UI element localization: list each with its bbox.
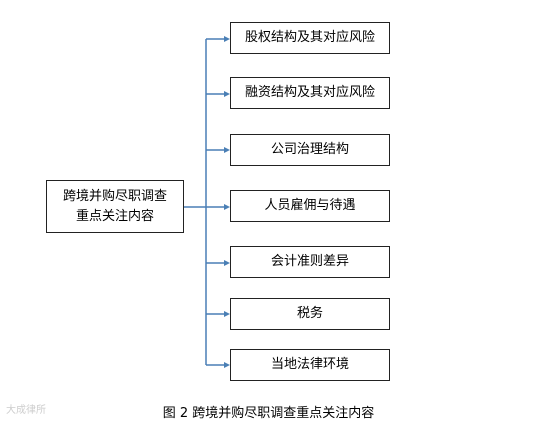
branch-node-employment: 人员雇佣与待遇	[230, 190, 390, 222]
branch-label: 当地法律环境	[270, 357, 349, 372]
root-label-line1: 跨境并购尽职调查	[62, 188, 167, 204]
watermark: 大成律所	[6, 405, 46, 416]
arrowhead	[224, 36, 230, 42]
branch-node-local-law: 当地法律环境	[230, 349, 390, 381]
figure-caption: 图 2 跨境并购尽职调查重点关注内容	[162, 406, 375, 421]
branch-label: 公司治理结构	[270, 142, 349, 157]
branch-node-governance: 公司治理结构	[230, 134, 390, 166]
branch-node-equity: 股权结构及其对应风险	[230, 22, 390, 54]
branch-node-financing: 融资结构及其对应风险	[230, 77, 390, 109]
root-node: 跨境并购尽职调查 重点关注内容	[46, 180, 184, 233]
branch-label: 人员雇佣与待遇	[264, 198, 356, 213]
arrowhead	[224, 311, 230, 317]
branch-label: 税务	[296, 306, 323, 321]
branch-label: 股权结构及其对应风险	[244, 30, 375, 45]
connector-group	[184, 38, 226, 366]
arrowhead	[224, 147, 230, 153]
branch-node-accounting: 会计准则差异	[230, 246, 390, 278]
branch-label: 会计准则差异	[270, 254, 349, 269]
arrowheads	[224, 36, 230, 368]
arrowhead	[224, 204, 230, 210]
arrowhead	[224, 91, 230, 97]
arrowhead	[224, 260, 230, 266]
root-label-line2: 重点关注内容	[75, 208, 154, 224]
arrowhead	[224, 362, 230, 368]
branch-label: 融资结构及其对应风险	[244, 85, 375, 100]
branch-node-tax: 税务	[230, 298, 390, 330]
